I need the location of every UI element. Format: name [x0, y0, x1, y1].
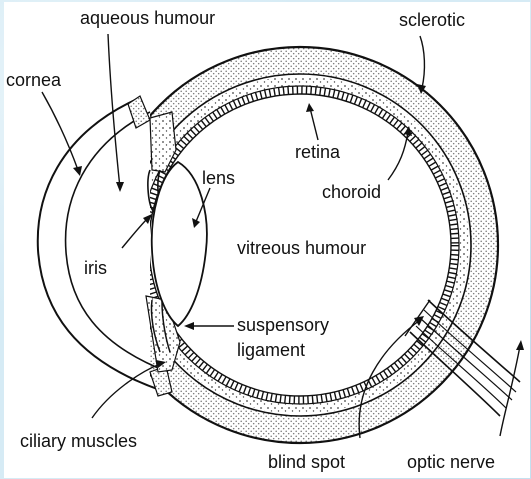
- label-optic-nerve: optic nerve: [407, 452, 495, 472]
- label-lens: lens: [202, 168, 235, 188]
- arrow-sclerotic: [420, 36, 424, 88]
- label-iris: iris: [84, 258, 107, 278]
- label-ligament: ligament: [237, 340, 305, 360]
- label-sclerotic: sclerotic: [399, 10, 465, 30]
- arrow-iris: [122, 218, 148, 248]
- label-aqueous-humour: aqueous humour: [80, 8, 215, 28]
- arrow-optic-nerve: [500, 346, 520, 436]
- label-suspensory: suspensory: [237, 315, 329, 335]
- label-cornea: cornea: [6, 70, 61, 90]
- label-vitreous-humour: vitreous humour: [237, 238, 366, 258]
- label-blind-spot: blind spot: [268, 452, 345, 472]
- label-ciliary-muscles: ciliary muscles: [20, 431, 137, 451]
- arrow-cornea: [42, 92, 78, 170]
- label-retina: retina: [295, 142, 340, 162]
- label-choroid: choroid: [322, 182, 381, 202]
